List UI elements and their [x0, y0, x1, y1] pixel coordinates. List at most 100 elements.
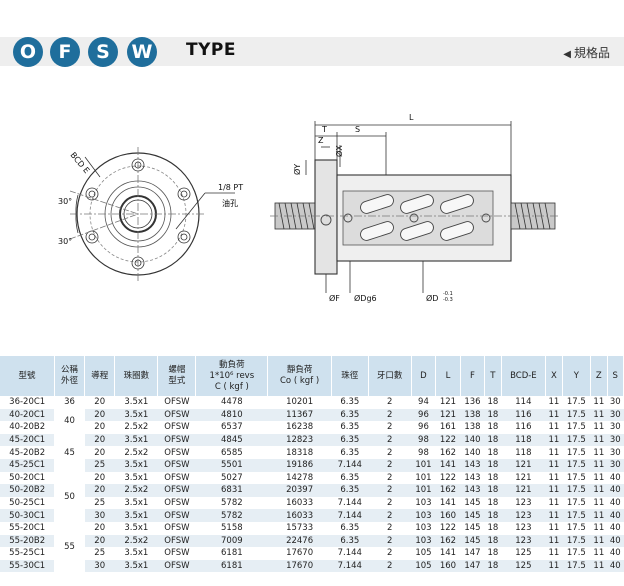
table-cell: 11: [545, 521, 563, 535]
table-cell: 19186: [267, 458, 332, 472]
table-cell: 17670: [267, 547, 332, 560]
table-cell: OFSW: [157, 509, 196, 522]
table-cell: 25: [84, 496, 115, 510]
table-cell: 20: [84, 421, 115, 434]
table-cell: 45-20B2: [0, 446, 55, 459]
col-thread: 牙口數: [368, 356, 412, 396]
diameter-cell: 45: [54, 433, 85, 472]
table-cell: 114: [501, 396, 546, 409]
table-cell: 20397: [267, 484, 332, 497]
dim-y-label: ØY: [292, 164, 302, 175]
table-cell: 136: [460, 396, 485, 409]
table-cell: 11: [590, 446, 607, 459]
table-cell: 55-20B2: [0, 534, 55, 548]
table-cell: 20: [84, 521, 115, 535]
table-cell: 17.5: [562, 509, 591, 522]
diameter-cell: 50: [54, 471, 85, 522]
table-cell: 11: [545, 446, 563, 459]
table-cell: 30: [84, 559, 115, 573]
table-cell: 18: [484, 446, 502, 459]
col-model: 型號: [0, 356, 55, 396]
table-cell: 18: [484, 509, 502, 522]
table-cell: 18: [484, 496, 502, 510]
table-cell: 2.5x2: [114, 421, 158, 434]
table-cell: 20: [84, 446, 115, 459]
table-cell: 5501: [195, 458, 268, 472]
table-cell: 2: [368, 521, 412, 535]
pt-label: 1/8 PT: [218, 183, 243, 192]
table-cell: 11: [545, 433, 563, 447]
table-cell: OFSW: [157, 521, 196, 535]
table-cell: 50-20C1: [0, 471, 55, 485]
table-cell: 11: [590, 521, 607, 535]
table-cell: 11: [590, 509, 607, 522]
table-cell: 6181: [195, 547, 268, 560]
table-cell: 2: [368, 471, 412, 485]
table-cell: 6.35: [331, 396, 369, 409]
table-cell: 4810: [195, 408, 268, 422]
table-cell: 40: [607, 496, 624, 510]
table-cell: 11: [590, 471, 607, 485]
table-cell: 118: [501, 433, 546, 447]
table-cell: 11: [545, 509, 563, 522]
type-title: TYPE: [186, 40, 236, 60]
header-text: 螺帽: [168, 365, 186, 375]
table-cell: 18: [484, 421, 502, 434]
table-cell: 30: [607, 433, 624, 447]
dim-x-label: ØX: [334, 145, 344, 157]
table-cell: 123: [501, 534, 546, 548]
table-cell: 30: [607, 458, 624, 472]
table-cell: 11: [590, 534, 607, 548]
table-cell: 17.5: [562, 433, 591, 447]
table-cell: OFSW: [157, 547, 196, 560]
table-cell: 2.5x2: [114, 534, 158, 548]
table-cell: 3.5x1: [114, 458, 158, 472]
table-cell: 18: [484, 471, 502, 485]
header-text: C ( kgf ): [214, 381, 249, 392]
table-cell: 103: [411, 534, 436, 548]
table-cell: 18: [484, 534, 502, 548]
table-cell: 2: [368, 433, 412, 447]
table-cell: 20: [84, 534, 115, 548]
table-cell: 3.5x1: [114, 509, 158, 522]
table-cell: 40: [607, 534, 624, 548]
back-to-spec-link[interactable]: ◀規格品: [563, 44, 610, 61]
table-cell: 11: [590, 396, 607, 409]
dim-d-tol-lower: -0.3: [443, 297, 453, 303]
table-cell: 145: [460, 521, 485, 535]
header-text: 動負荷: [219, 359, 245, 370]
table-cell: 121: [501, 458, 546, 472]
table-cell: 138: [460, 408, 485, 422]
table-cell: 98: [411, 433, 436, 447]
table-cell: 17.5: [562, 484, 591, 497]
table-cell: 17.5: [562, 534, 591, 548]
side-view: [270, 121, 560, 293]
table-cell: 45-25C1: [0, 458, 55, 472]
table-cell: 40: [607, 484, 624, 497]
table-cell: 125: [501, 547, 546, 560]
table-cell: 138: [460, 421, 485, 434]
col-lead: 導程: [84, 356, 116, 396]
table-cell: 17.5: [562, 421, 591, 434]
badge-w: W: [127, 37, 157, 67]
table-cell: 25: [84, 458, 115, 472]
dim-d-tol-upper: -0.1: [443, 291, 453, 297]
dim-t-label: T: [321, 125, 327, 134]
col-ball: 珠徑: [331, 356, 369, 396]
table-cell: 18: [484, 484, 502, 497]
table-cell: OFSW: [157, 534, 196, 548]
table-cell: 161: [435, 421, 461, 434]
table-cell: 17.5: [562, 471, 591, 485]
table-cell: 3.5x1: [114, 547, 158, 560]
table-cell: 17.5: [562, 547, 591, 560]
table-cell: 3.5x1: [114, 496, 158, 510]
dim-dg6-label: ØDg6: [354, 293, 377, 303]
